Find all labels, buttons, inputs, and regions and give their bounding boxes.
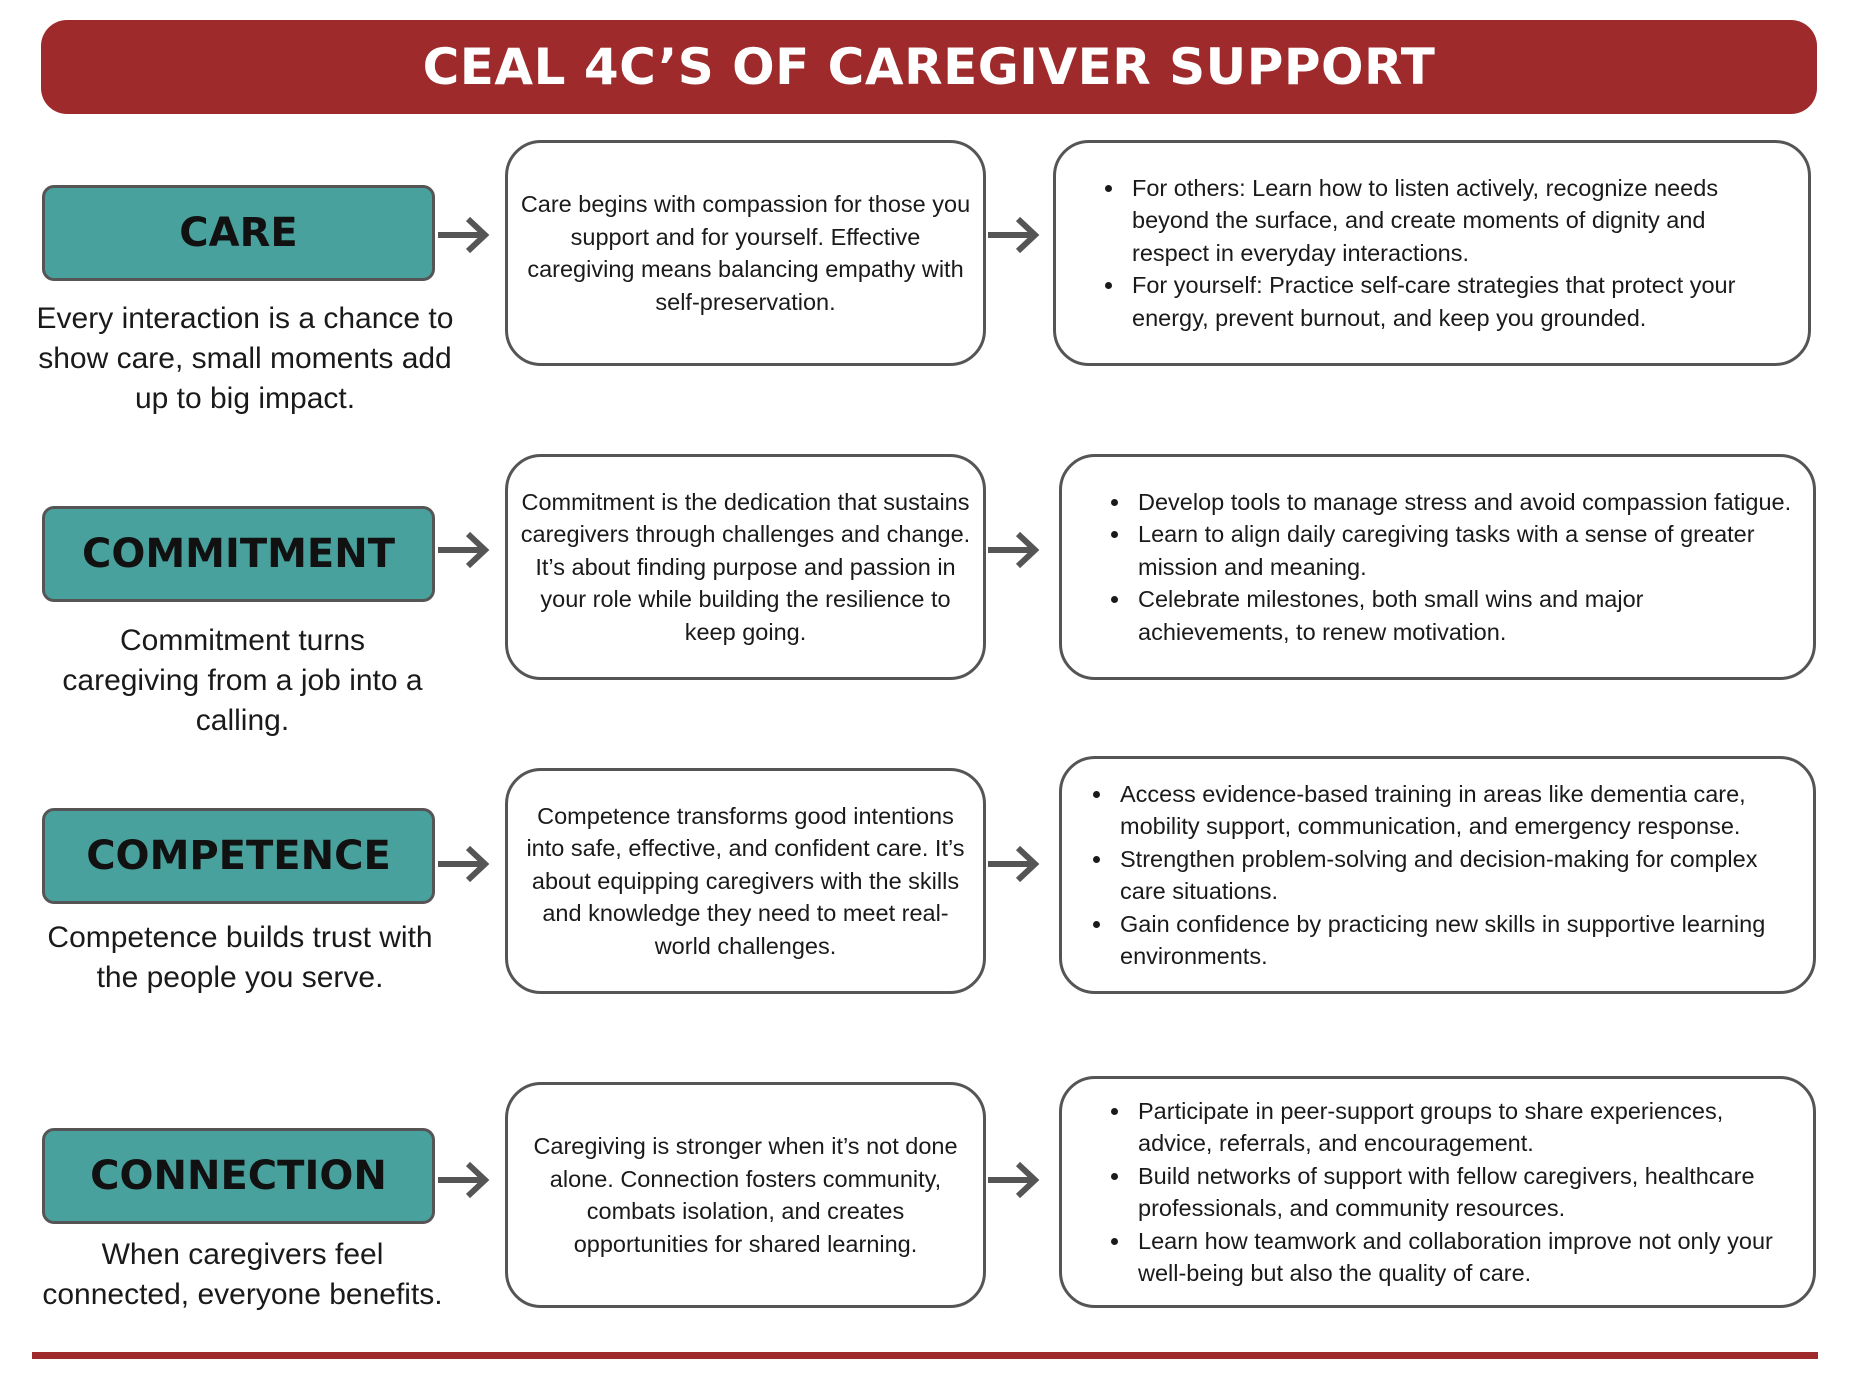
connection-description: Caregiving is stronger when it’s not don… <box>533 1133 958 1257</box>
list-item: Develop tools to manage stress and avoid… <box>1132 486 1793 519</box>
arrow-right-icon <box>988 1161 1040 1199</box>
competence-description-box: Competence transforms good intentions in… <box>505 768 986 994</box>
connection-tagline: When caregivers feel connected, everyone… <box>42 1238 443 1311</box>
care-description: Care begins with compassion for those yo… <box>520 191 971 315</box>
commitment-actions-list: Develop tools to manage stress and avoid… <box>1090 486 1793 649</box>
competence-actions-list: Access evidence-based training in areas … <box>1072 778 1793 973</box>
arrow-right-icon <box>438 216 490 254</box>
commitment-label-box: COMMITMENT <box>42 506 435 602</box>
list-item: For others: Learn how to listen actively… <box>1126 172 1788 270</box>
list-item: Participate in peer-support groups to sh… <box>1132 1095 1793 1160</box>
arrow-right-icon <box>988 216 1040 254</box>
care-label-box: CARE <box>42 185 435 281</box>
commitment-tagline: Commitment turns caregiving from a job i… <box>62 624 423 737</box>
competence-actions-box: Access evidence-based training in areas … <box>1059 756 1816 994</box>
list-item: Strengthen problem-solving and decision-… <box>1114 843 1793 908</box>
commitment-description-box: Commitment is the dedication that sustai… <box>505 454 986 680</box>
arrow-right-icon <box>988 845 1040 883</box>
connection-actions-list: Participate in peer-support groups to sh… <box>1090 1095 1793 1290</box>
list-item: Learn to align daily caregiving tasks wi… <box>1132 518 1793 583</box>
care-description-box: Care begins with compassion for those yo… <box>505 140 986 366</box>
care-actions-box: For others: Learn how to listen actively… <box>1053 140 1811 366</box>
list-item: Build networks of support with fellow ca… <box>1132 1160 1793 1225</box>
list-item: Access evidence-based training in areas … <box>1114 778 1793 843</box>
list-item: Celebrate milestones, both small wins an… <box>1132 583 1793 648</box>
arrow-right-icon <box>988 531 1040 569</box>
commitment-label: COMMITMENT <box>81 531 396 577</box>
title-banner: CEAL 4C’S OF CAREGIVER SUPPORT <box>41 20 1817 114</box>
connection-label-box: CONNECTION <box>42 1128 435 1224</box>
connection-actions-box: Participate in peer-support groups to sh… <box>1059 1076 1816 1308</box>
competence-label: COMPETENCE <box>86 833 391 879</box>
connection-label: CONNECTION <box>90 1153 387 1199</box>
commitment-actions-box: Develop tools to manage stress and avoid… <box>1059 454 1816 680</box>
care-tagline: Every interaction is a chance to show ca… <box>36 302 454 415</box>
arrow-right-icon <box>438 845 490 883</box>
arrow-right-icon <box>438 1161 490 1199</box>
competence-label-box: COMPETENCE <box>42 808 435 904</box>
connection-description-box: Caregiving is stronger when it’s not don… <box>505 1082 986 1308</box>
care-label: CARE <box>179 210 298 256</box>
competence-tagline: Competence builds trust with the people … <box>47 921 433 994</box>
arrow-right-icon <box>438 531 490 569</box>
list-item: For yourself: Practice self-care strateg… <box>1126 269 1788 334</box>
competence-description: Competence transforms good intentions in… <box>526 802 965 959</box>
page-title: CEAL 4C’S OF CAREGIVER SUPPORT <box>422 38 1436 96</box>
list-item: Learn how teamwork and collaboration imp… <box>1132 1225 1793 1290</box>
care-actions-list: For others: Learn how to listen actively… <box>1084 172 1788 335</box>
list-item: Gain confidence by practicing new skills… <box>1114 908 1793 973</box>
bottom-divider <box>32 1352 1818 1359</box>
commitment-description: Commitment is the dedication that sustai… <box>520 488 971 645</box>
